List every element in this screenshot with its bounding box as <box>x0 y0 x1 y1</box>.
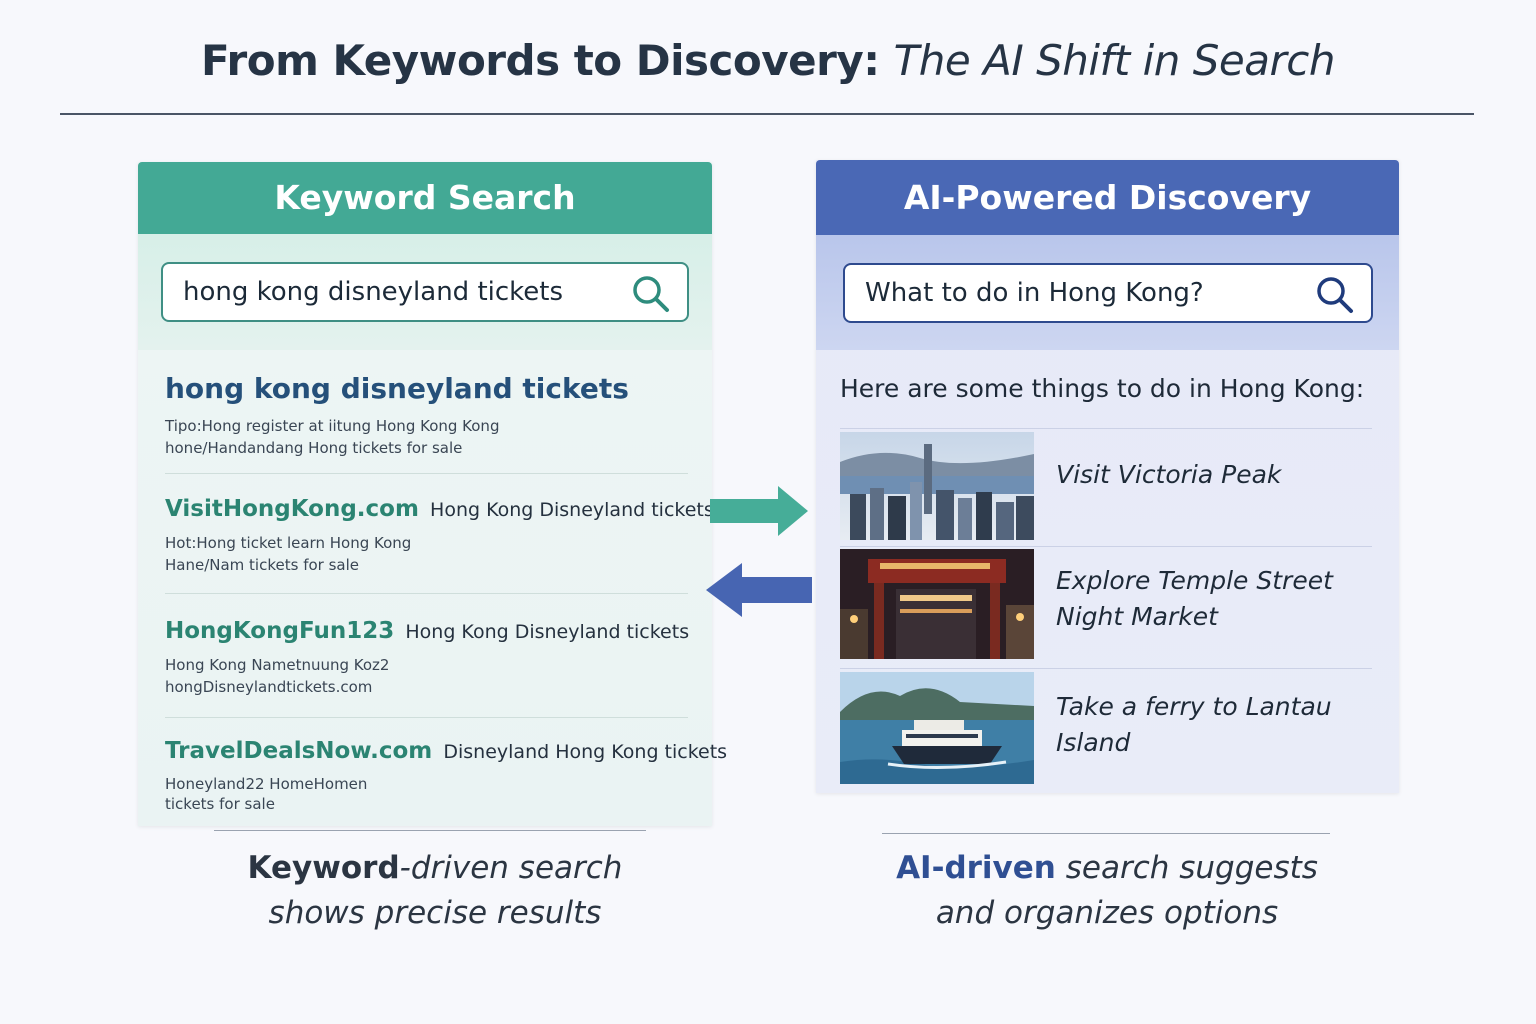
arrow-right-icon <box>710 486 808 536</box>
result-site[interactable]: VisitHongKong.com <box>165 496 419 522</box>
suggestion-label-line: Night Market <box>1056 602 1218 631</box>
night-market-photo <box>840 549 1034 659</box>
suggestion-label[interactable]: Explore Temple Street Night Market <box>1056 563 1356 635</box>
keyword-search-input[interactable]: hong kong disneyland tickets <box>161 262 689 322</box>
caption-text: and organizes options <box>935 895 1279 931</box>
city-skyline-photo <box>840 432 1034 540</box>
arrow-left-icon <box>706 563 812 617</box>
keyword-search-panel: Keyword Search hong kong disneyland tick… <box>138 162 727 826</box>
caption-strong: Keyword <box>247 850 400 886</box>
suggestion-label-line: Visit Victoria Peak <box>1056 460 1282 489</box>
title-main: From Keywords to Discovery: <box>201 36 880 85</box>
ai-search-input[interactable]: What to do in Hong Kong? <box>843 263 1373 323</box>
ferry-photo <box>840 672 1034 784</box>
result-snippet: hongDisneylandtickets.com <box>165 678 373 696</box>
caption-divider <box>882 833 1330 834</box>
suggestion-label[interactable]: Visit Victoria Peak <box>1056 457 1356 493</box>
keyword-caption: Keyword-driven search shows precise resu… <box>180 846 690 936</box>
suggestion-label-line: Take a ferry to Lantau <box>1056 692 1332 721</box>
page-title: From Keywords to Discovery: The AI Shift… <box>0 36 1536 85</box>
caption-text: search suggests <box>1055 850 1318 886</box>
caption-strong: AI-driven <box>896 850 1056 886</box>
result-snippet: Hane/Nam tickets for sale <box>165 556 359 574</box>
ai-caption: AI-driven search suggests and organizes … <box>852 846 1362 936</box>
title-sub: The AI Shift in Search <box>893 36 1336 85</box>
result-site[interactable]: HongKongFun123 <box>165 618 395 644</box>
suggestion-item[interactable]: Explore Temple Street Night Market <box>840 546 1372 668</box>
result-snippet: Tipo:Hong register at iitung Hong Kong K… <box>165 417 500 435</box>
ai-intro-text: Here are some things to do in Hong Kong: <box>840 374 1365 403</box>
title-divider <box>60 113 1474 115</box>
result-snippet: Honeyland22 HomeHomen <box>165 775 368 793</box>
ai-panel-header: AI-Powered Discovery <box>816 160 1399 235</box>
result-title[interactable]: hong kong disneyland tickets <box>165 372 629 405</box>
result-item[interactable]: VisitHongKong.com Hong Kong Disneyland t… <box>165 474 714 594</box>
result-desc: Hong Kong Disneyland tickets <box>405 621 690 643</box>
keyword-panel-header: Keyword Search <box>138 162 712 234</box>
result-site[interactable]: TravelDealsNow.com <box>165 738 433 764</box>
keyword-search-zone: hong kong disneyland tickets <box>138 234 712 350</box>
search-icon[interactable] <box>1315 275 1355 315</box>
caption-text: shows precise results <box>268 895 602 931</box>
caption-divider <box>214 830 646 831</box>
result-snippet: Hot:Hong ticket learn Hong Kong <box>165 534 412 552</box>
result-snippet: tickets for sale <box>165 795 275 813</box>
result-snippet: Hong Kong Nametnuung Koz2 <box>165 656 390 674</box>
suggestion-item[interactable]: Visit Victoria Peak <box>840 428 1372 546</box>
suggestion-label[interactable]: Take a ferry to Lantau Island <box>1056 689 1356 761</box>
keyword-results-list: hong kong disneyland tickets Tipo:Hong r… <box>138 350 727 838</box>
suggestion-item[interactable]: Take a ferry to Lantau Island <box>840 668 1372 792</box>
result-desc: Disneyland Hong Kong tickets <box>443 741 728 763</box>
ai-discovery-panel: AI-Powered Discovery What to do in Hong … <box>816 160 1399 793</box>
caption-text: -driven search <box>399 850 623 886</box>
suggestion-label-line: Explore Temple Street <box>1056 566 1333 595</box>
result-item[interactable]: HongKongFun123 Hong Kong Disneyland tick… <box>165 594 690 718</box>
search-icon[interactable] <box>631 274 671 314</box>
result-item[interactable]: TravelDealsNow.com Disneyland Hong Kong … <box>165 718 727 838</box>
result-item[interactable]: hong kong disneyland tickets Tipo:Hong r… <box>165 350 688 474</box>
keyword-query-text: hong kong disneyland tickets <box>183 277 564 307</box>
result-desc: Hong Kong Disneyland tickets <box>430 499 714 521</box>
suggestion-label-line: Island <box>1056 728 1131 757</box>
ai-query-text: What to do in Hong Kong? <box>865 278 1204 308</box>
ai-search-zone: What to do in Hong Kong? <box>816 235 1399 350</box>
result-snippet: hone/Handandang Hong tickets for sale <box>165 439 463 457</box>
